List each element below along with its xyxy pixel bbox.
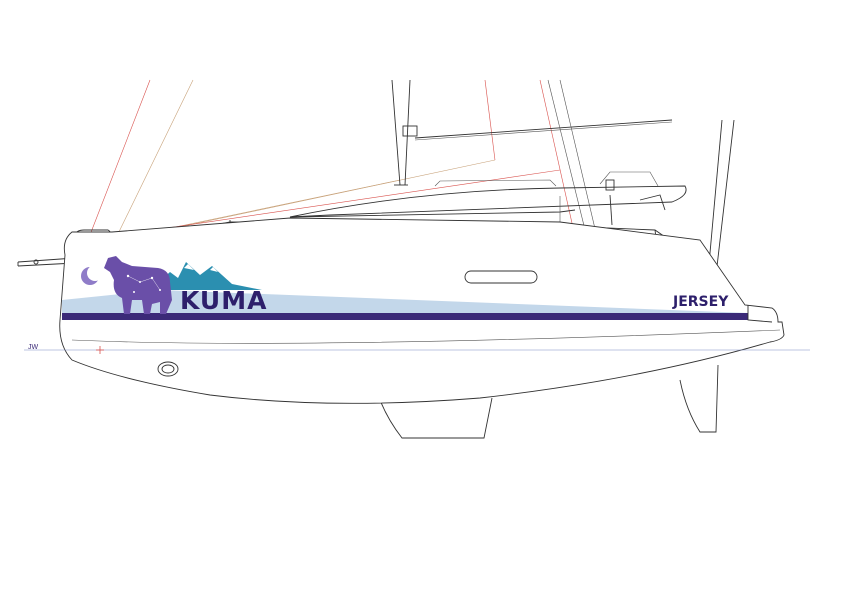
mast — [391, 79, 418, 186]
waterline-label: JW — [28, 344, 39, 351]
through-hull-fitting — [157, 361, 179, 377]
boom — [414, 119, 673, 141]
bear-constellation-graphic — [104, 256, 172, 314]
hull — [59, 217, 785, 404]
mountain-range-graphic — [150, 262, 262, 290]
keel — [379, 397, 493, 439]
boot-top-band — [62, 290, 748, 318]
rudder — [679, 364, 719, 433]
waterline: JW — [24, 344, 810, 354]
boat-name: KUMA — [180, 286, 267, 315]
port-of-registry: JERSEY — [672, 294, 729, 310]
crescent-moon-icon — [81, 265, 103, 285]
backstays — [547, 79, 735, 276]
coachroof — [289, 171, 687, 226]
hull-stripe — [62, 313, 748, 320]
portlight — [464, 270, 538, 284]
